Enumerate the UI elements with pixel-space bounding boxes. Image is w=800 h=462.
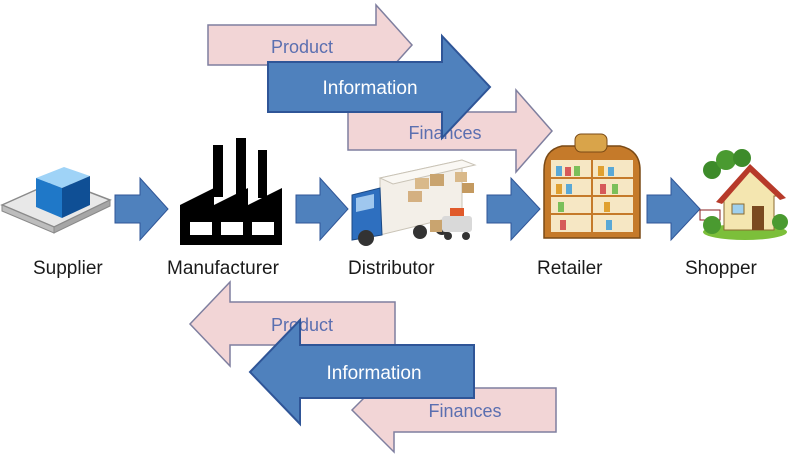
supplier-label: Supplier [33, 258, 103, 279]
manufacturer-label: Manufacturer [167, 258, 279, 279]
backward-product-label: Product [271, 315, 333, 335]
distributor-label: Distributor [348, 258, 435, 279]
retailer-label: Retailer [537, 258, 603, 279]
supplier-box-icon [0, 167, 112, 234]
backward-information-label: Information [326, 363, 421, 384]
connector-arrow-3 [486, 176, 541, 242]
store-shelf-icon [543, 133, 641, 239]
backward-finances-label: Finances [428, 401, 501, 421]
backward-information-arrow: Information [248, 317, 475, 427]
forward-product-label: Product [271, 37, 333, 57]
delivery-truck-icon [351, 159, 477, 246]
connector-arrow-1 [114, 176, 169, 242]
connector-arrow-4 [646, 176, 701, 242]
forward-information-label: Information [322, 78, 417, 99]
forward-information-arrow: Information [267, 33, 492, 141]
connector-arrow-2 [295, 176, 349, 242]
factory-icon [180, 138, 282, 245]
shopper-label: Shopper [685, 258, 757, 279]
house-icon [699, 149, 788, 240]
